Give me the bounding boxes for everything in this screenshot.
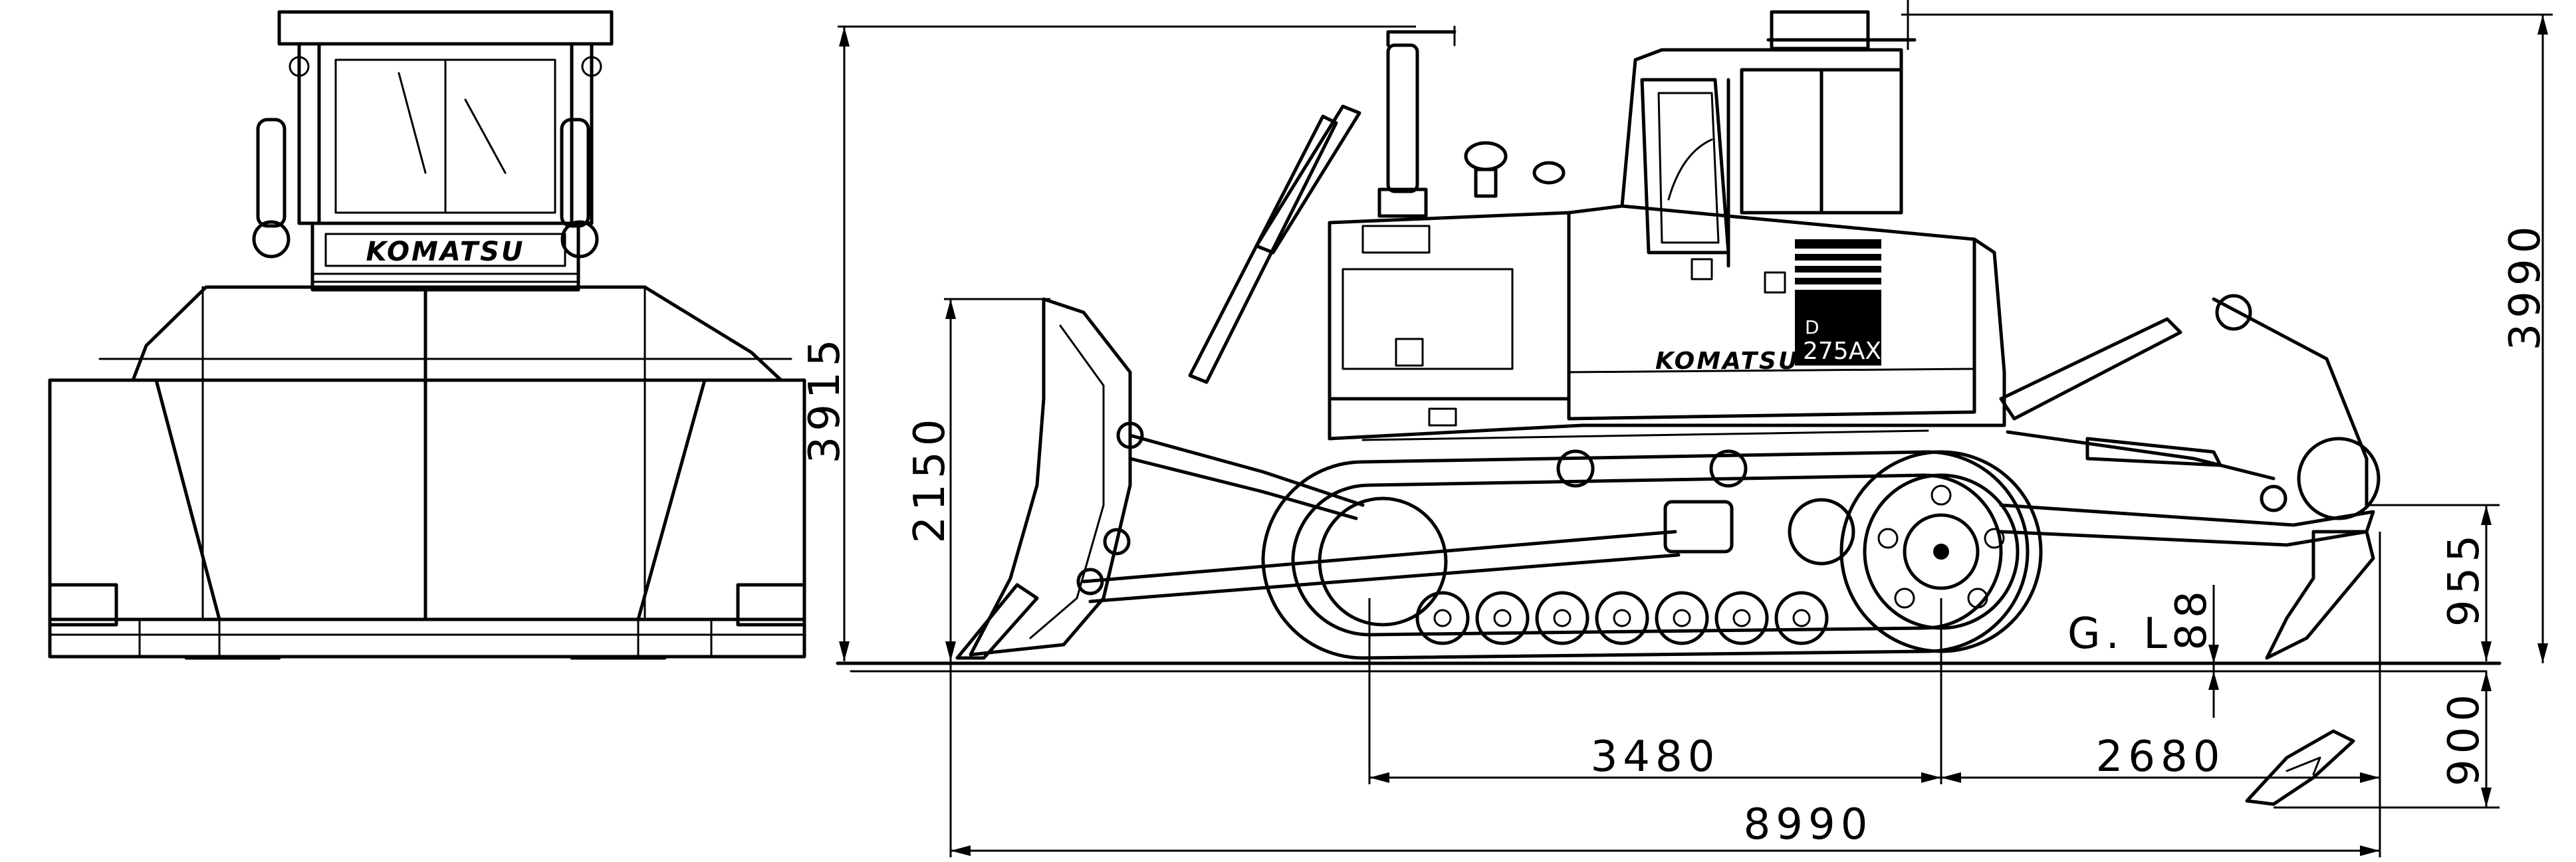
front-grille: KOMATSU bbox=[252, 220, 599, 292]
dim-track-length-label: 3480 bbox=[1591, 732, 1720, 782]
ripper bbox=[1999, 294, 2381, 660]
model-number-label: 275AX bbox=[1803, 338, 1881, 365]
dimension-labels: 3915 2150 3990 955 900 88 3480 2680 8990 bbox=[800, 221, 2550, 849]
track-assembly bbox=[1261, 429, 2043, 660]
exhaust-stack bbox=[1386, 43, 1419, 193]
dim-height-cab-label: 3990 bbox=[2501, 221, 2550, 351]
front-blade bbox=[48, 285, 806, 660]
front-stack-right bbox=[560, 118, 590, 228]
main-body: KOMATSU bbox=[1567, 204, 2006, 427]
engine-hood bbox=[1328, 25, 1584, 441]
front-view: KOMATSU bbox=[48, 10, 806, 660]
operator-cab bbox=[1620, 10, 1917, 280]
model-panel: D 275AX bbox=[1764, 239, 1881, 366]
dim-ground-clearance-label: 88 bbox=[2167, 586, 2216, 650]
side-view: KOMATSU D 275AX bbox=[836, 10, 2502, 806]
dim-overall-height-label: 3915 bbox=[800, 334, 850, 464]
dim-blade-height-label: 2150 bbox=[905, 414, 955, 544]
side-brand-logo: KOMATSU bbox=[1655, 348, 1800, 375]
dimension-lines bbox=[838, 0, 2553, 857]
front-brand-logo: KOMATSU bbox=[366, 237, 525, 267]
ground-line-label: G. L bbox=[2067, 609, 2172, 659]
track-rollers bbox=[1415, 449, 1829, 645]
model-prefix-label: D bbox=[1805, 316, 1819, 338]
dim-ripper-lift-label: 955 bbox=[2440, 530, 2489, 627]
dim-rear-length-label: 2680 bbox=[2096, 732, 2226, 782]
dim-ripper-depth-label: 900 bbox=[2440, 689, 2489, 786]
dim-overall-length-label: 8990 bbox=[1744, 800, 1873, 849]
front-stack-left bbox=[256, 118, 287, 228]
ripper-lowered-detail bbox=[2245, 729, 2355, 806]
side-blade bbox=[955, 104, 1681, 660]
precleaner bbox=[1464, 141, 1508, 171]
